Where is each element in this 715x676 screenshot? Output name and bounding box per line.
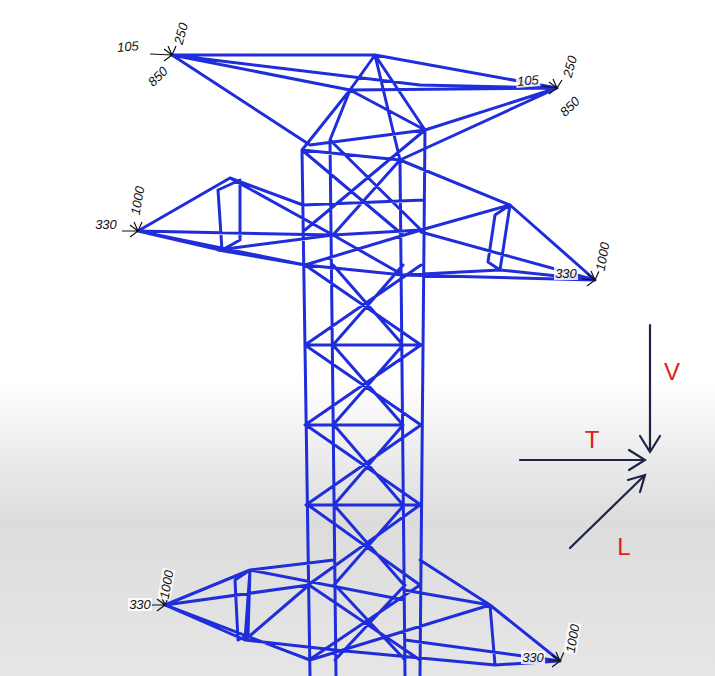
- load-value: 1000: [157, 568, 175, 601]
- load-value: 1000: [563, 622, 581, 655]
- load-value: 330: [521, 651, 545, 664]
- direction-arrows: [520, 325, 660, 548]
- load-value: 1000: [128, 184, 146, 217]
- load-value: 850: [145, 63, 171, 89]
- direction-letter: V: [663, 360, 681, 384]
- direction-letter: T: [584, 428, 601, 452]
- direction-letter: L: [616, 535, 631, 559]
- load-value: 105: [116, 38, 141, 53]
- load-value: 330: [128, 598, 152, 611]
- load-value: 250: [561, 53, 580, 79]
- tower-lattice: [138, 55, 595, 676]
- load-value: 105: [516, 72, 541, 87]
- load-value: 330: [554, 267, 578, 280]
- load-arrows: [122, 46, 599, 667]
- load-value: 250: [172, 20, 191, 46]
- load-value: 1000: [593, 240, 611, 273]
- load-value: 330: [94, 218, 118, 231]
- load-value: 850: [557, 93, 583, 119]
